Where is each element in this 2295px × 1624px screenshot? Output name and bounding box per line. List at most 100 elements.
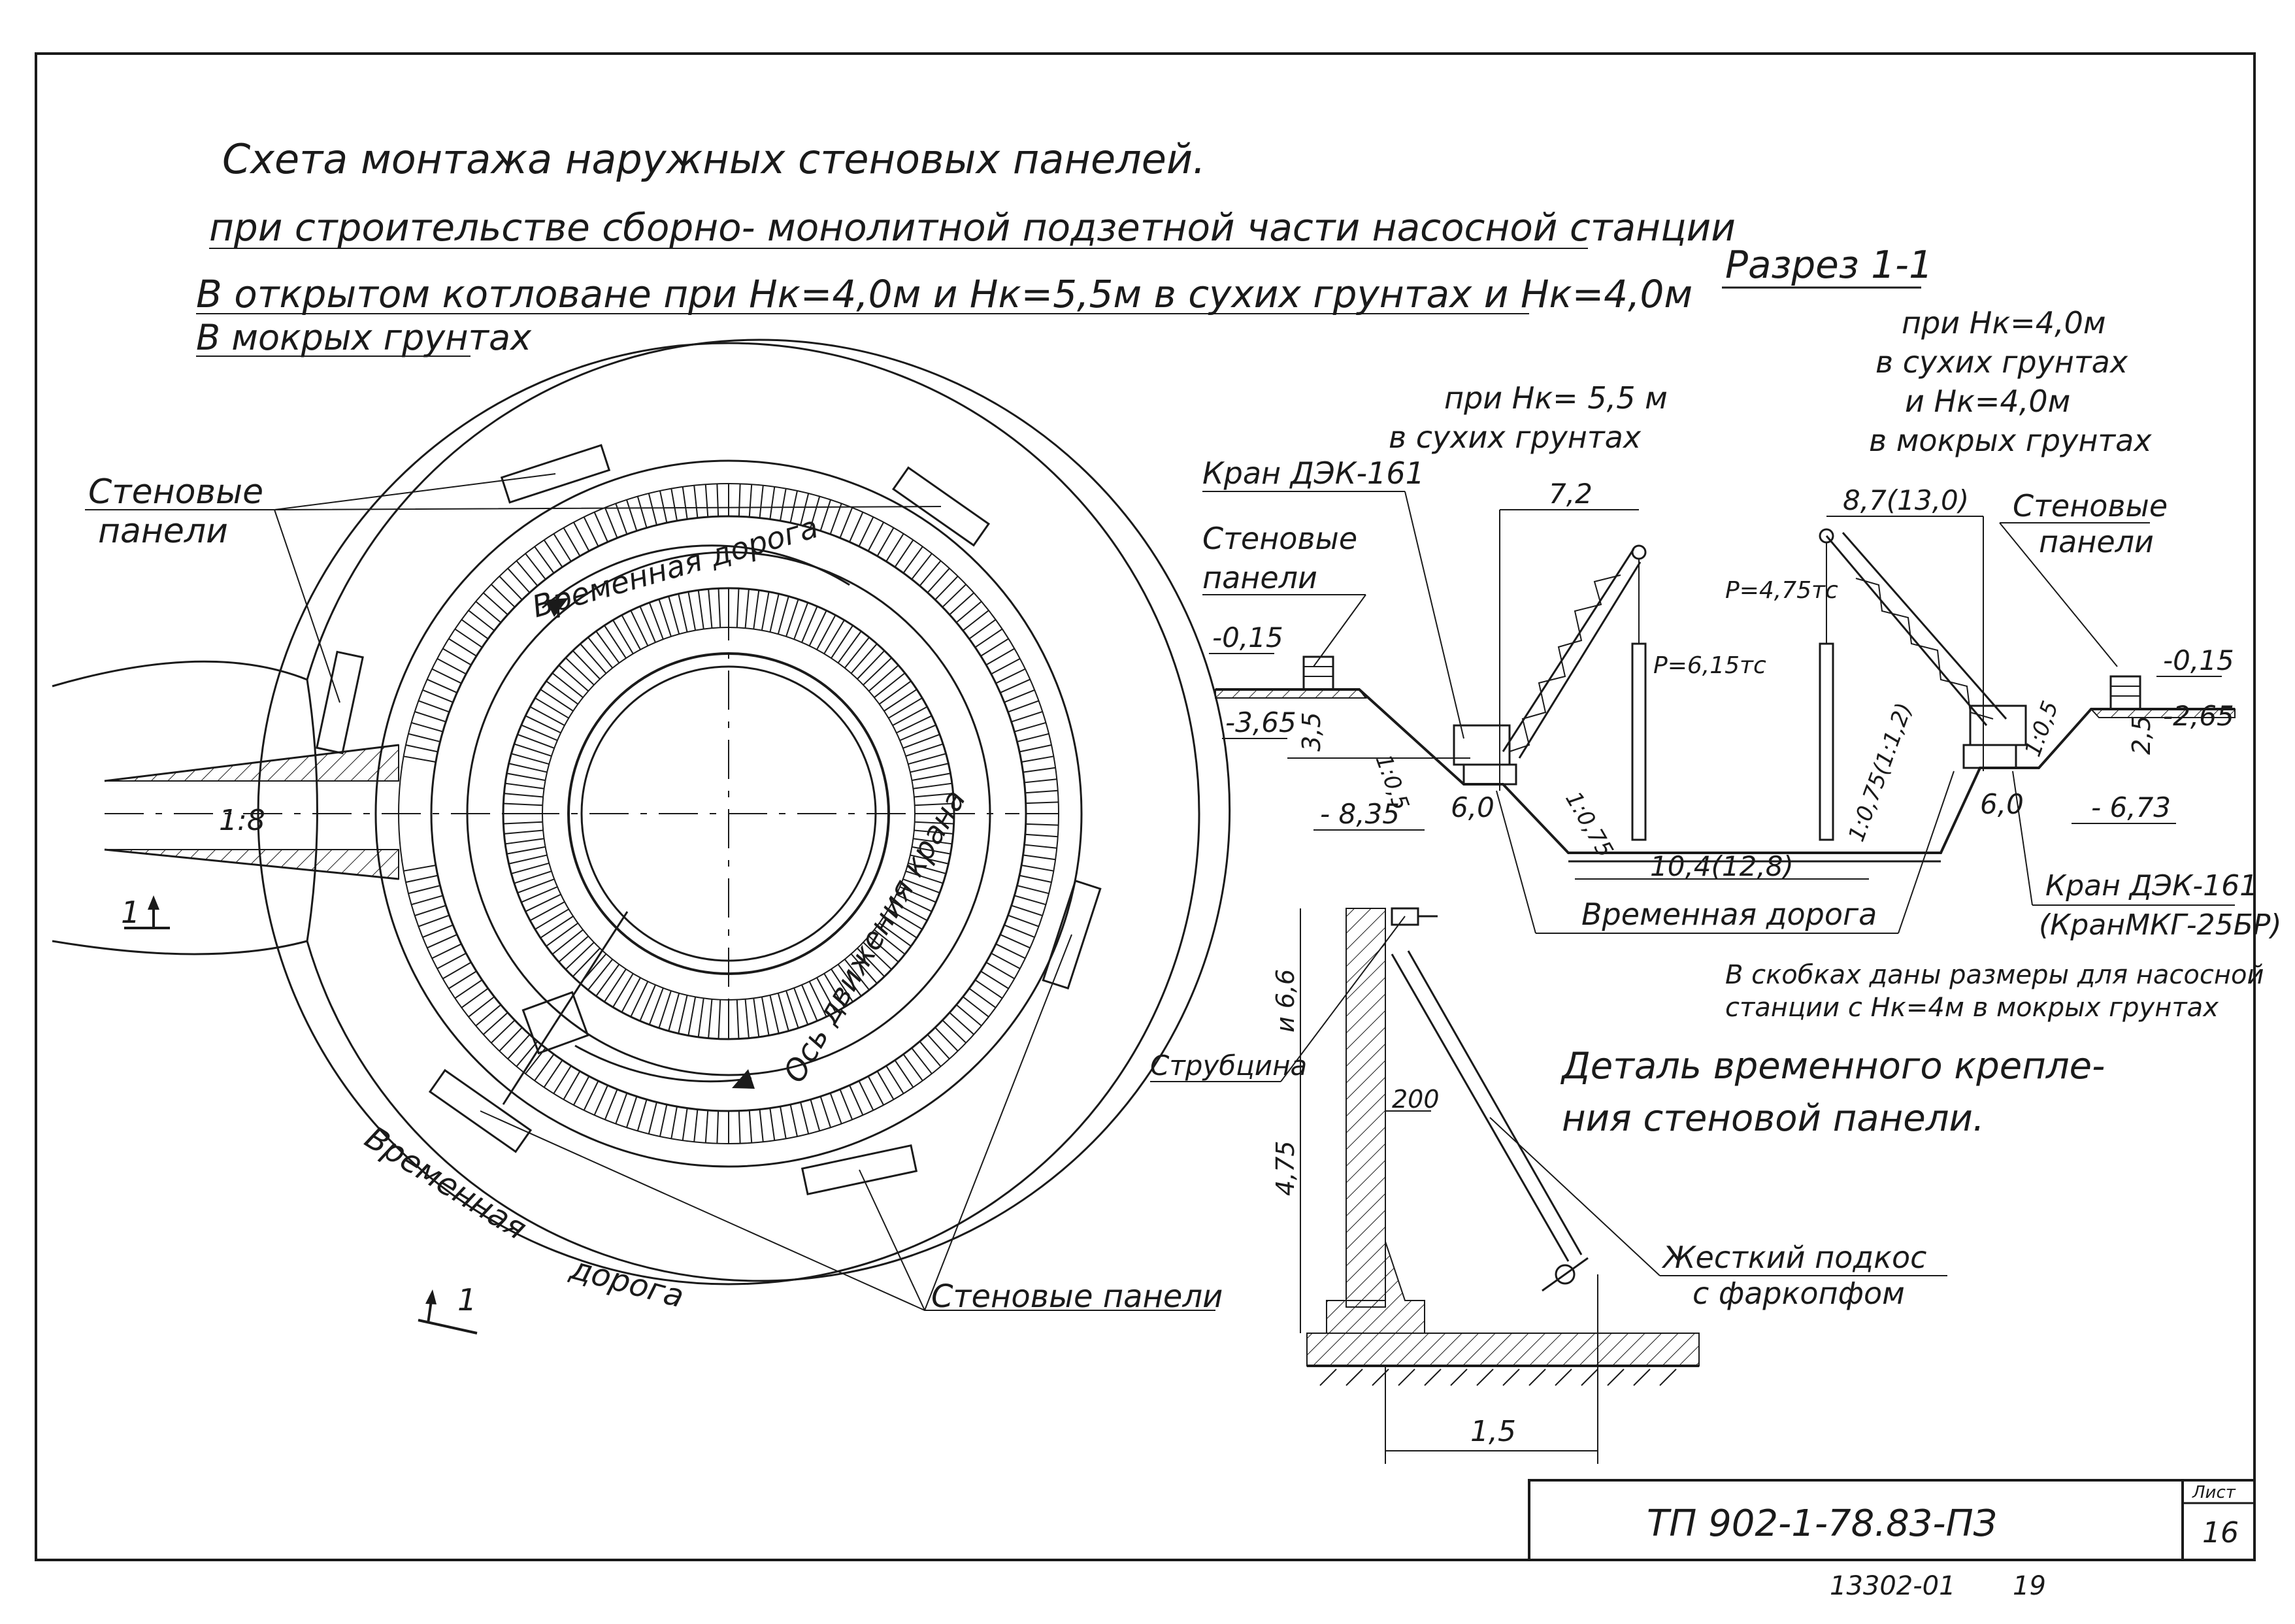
slope-tick	[962, 996, 989, 1018]
slope-tick	[535, 697, 569, 719]
slope-tick	[572, 650, 601, 680]
crane-plan-boom	[554, 911, 629, 1023]
wall-panels-bottom-label: Стеновые панели	[931, 1278, 1223, 1315]
slope-tick	[991, 658, 1021, 675]
title-line-4: В мокрых грунтах	[196, 317, 532, 358]
slope-tick	[565, 657, 595, 686]
slope-tick	[974, 979, 1003, 999]
wall-panels-right-1: Стеновые	[2013, 488, 2168, 523]
slope-tick	[708, 589, 713, 629]
detail-brace	[1391, 953, 1570, 1262]
slope-tick	[658, 990, 672, 1029]
slope-tick	[850, 953, 878, 984]
ramp-slope-bottom	[104, 849, 399, 880]
slope-hatching-outer	[403, 484, 1059, 1144]
slope-tick	[516, 560, 538, 587]
slope-tick	[563, 1070, 581, 1100]
slope-tick	[408, 733, 440, 742]
slope-tick	[894, 539, 914, 568]
slope-tick	[863, 942, 893, 970]
slope-tick	[454, 979, 483, 999]
slope-tick	[682, 486, 688, 520]
dim-6-0-left: 6,0	[1451, 791, 1494, 823]
slope-tick	[823, 973, 845, 1008]
section-ground-profile	[1215, 688, 2235, 854]
wall-panels-left-2: панели	[1202, 560, 1317, 595]
slope-tick	[912, 772, 951, 782]
elev-left-bottom: - 8,35	[1320, 798, 1400, 830]
slope-tick	[499, 1027, 523, 1052]
slope-tick	[535, 908, 569, 930]
outer-road-boundary	[306, 339, 1231, 1282]
slope-tick	[1024, 844, 1057, 849]
slope-tick	[442, 961, 472, 980]
slope-tick	[668, 993, 680, 1031]
detail-view: Деталь временного крепле- ния стеновой п…	[1150, 907, 2105, 1464]
slope-tick	[503, 803, 543, 806]
slope-tick	[593, 512, 608, 542]
slope-tick	[985, 648, 1015, 666]
panel-stack-right	[2109, 675, 2141, 710]
slope-tick	[800, 1102, 810, 1135]
slope-tick	[508, 763, 548, 773]
slope-tick	[573, 522, 590, 552]
slope-tick	[517, 733, 555, 749]
slope-tick	[615, 1093, 628, 1124]
wall-panels-left-1: Стеновые	[1202, 521, 1357, 556]
detail-brace-label-2: с фаркопфом	[1692, 1276, 1905, 1311]
slope-tick	[911, 1047, 933, 1074]
wall-panel-5	[428, 1069, 533, 1153]
slope-tick	[595, 631, 620, 664]
slope-tick	[761, 591, 770, 631]
slope-tick	[913, 782, 953, 789]
section-mark-top: 1	[121, 895, 170, 930]
slope-tick	[521, 886, 558, 903]
slope-tick	[810, 496, 821, 528]
leader-wall-panels-bottom	[480, 934, 1215, 1311]
slope-tick	[968, 619, 997, 640]
slope-tick	[829, 503, 842, 535]
crane-plan-body	[521, 991, 589, 1055]
slope-tick	[878, 922, 912, 947]
slope-tick	[422, 924, 454, 938]
slope-tick	[1025, 833, 1058, 838]
temp-road-bottom-label-1: Временная	[359, 1119, 533, 1248]
dim-bottom: 10,4(12,8)	[1650, 850, 1794, 882]
slope-tick	[448, 970, 477, 989]
slope-tick	[949, 592, 974, 616]
slope-tick	[659, 1104, 668, 1137]
slope-tick	[910, 763, 949, 773]
slope-tick	[789, 1104, 798, 1137]
slope-tick	[942, 1019, 966, 1044]
slope-tick	[704, 484, 709, 518]
slope-tick	[769, 1108, 776, 1141]
stamp-sheet-number: 16	[2202, 1516, 2239, 1549]
slope-tick	[411, 895, 443, 906]
slope-tick	[525, 553, 546, 580]
slope-tick	[974, 628, 1003, 648]
temp-road-bottom-label-2: дорога	[566, 1250, 687, 1315]
slope-tick	[899, 886, 936, 903]
detail-soil	[1319, 1368, 1677, 1386]
slope-tick	[454, 628, 483, 648]
slope-tick	[475, 601, 502, 623]
wall-panel-2	[892, 466, 990, 547]
left-condition-2: в сухих грунтах	[1389, 420, 1642, 455]
section-note-2: станции с Нк=4м в мокрых грунтах	[1725, 993, 2219, 1023]
slope-tick	[949, 1012, 974, 1035]
slope-tick	[553, 1065, 572, 1094]
slope-tick	[995, 668, 1026, 684]
slope-tick	[1021, 755, 1054, 763]
slope-tick	[1025, 789, 1058, 794]
slope-tick	[687, 997, 697, 1036]
slope-tick	[1023, 854, 1056, 861]
slope-tick	[504, 782, 544, 789]
slope-tick	[693, 485, 699, 518]
slope-tick	[546, 680, 579, 705]
slope-tick	[468, 610, 495, 631]
slope-tick	[780, 1106, 787, 1139]
slope-tick	[621, 977, 641, 1013]
slope-tick	[431, 943, 462, 959]
slope-tick	[902, 546, 923, 574]
